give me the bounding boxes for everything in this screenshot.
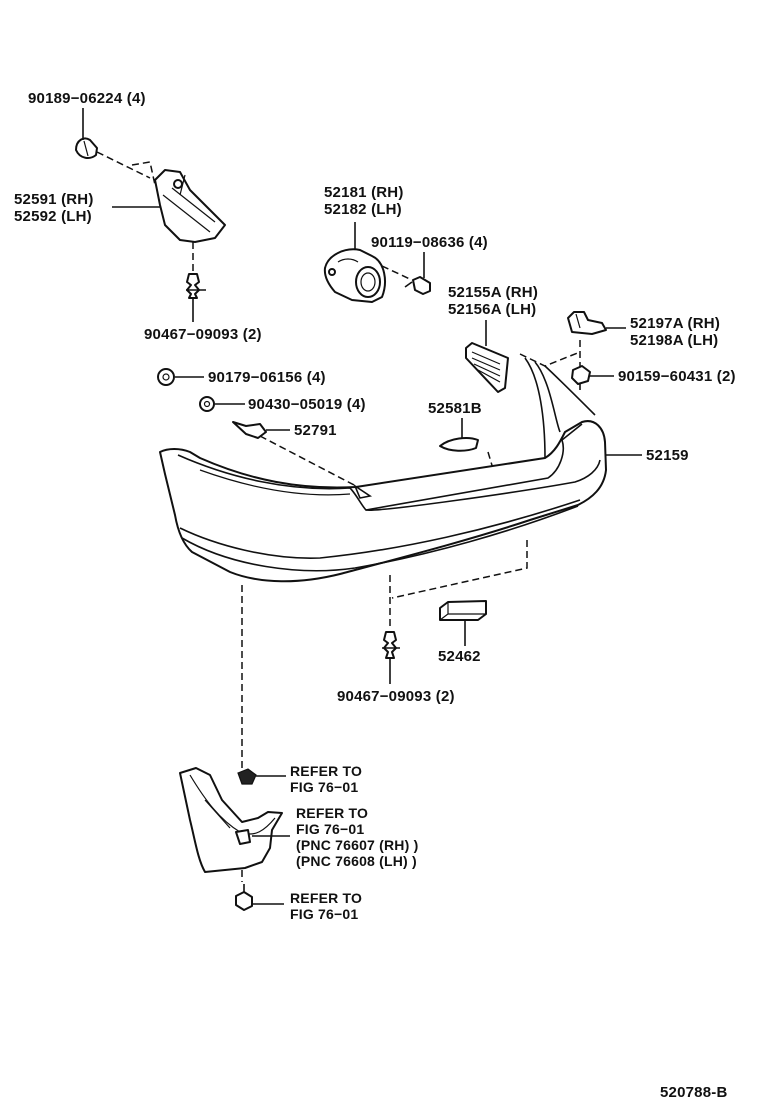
washer-90430-drawing <box>199 396 245 412</box>
mudguard-drawing <box>179 767 290 873</box>
refer-2-line3: (PNC 76607 (RH) ) <box>296 837 419 853</box>
label-52462: 52462 <box>438 648 481 665</box>
label-clip-90467-bottom: 90467−09093 (2) <box>337 688 455 705</box>
label-refer-to-fig-3: REFER TO FIG 76−01 <box>290 890 362 922</box>
refer-2-line1: REFER TO <box>296 805 369 821</box>
refer-1-line2: FIG 76−01 <box>290 779 359 795</box>
label-clip-90467-top: 90467−09093 (2) <box>144 326 262 343</box>
leader-cover-to-pad <box>391 540 528 599</box>
refer-2-line4: (PNC 76608 (LH) ) <box>296 853 417 869</box>
retainer-drawing <box>567 311 626 335</box>
leader-pin-to-cover <box>259 435 357 487</box>
pin-52791-drawing <box>232 421 290 439</box>
lamp-screw-drawing <box>404 252 431 295</box>
label-bracket-rh: 52591 (RH) <box>14 191 94 208</box>
pad-52462-drawing <box>439 600 487 646</box>
label-retainer-rh: 52197A (RH) <box>630 315 721 332</box>
leader-nut-to-bracket <box>96 151 151 179</box>
label-refer-to-fig-1: REFER TO FIG 76−01 <box>290 763 362 795</box>
label-lamp-rh: 52181 (RH) <box>324 184 404 201</box>
refer-3-line1: REFER TO <box>290 890 363 906</box>
leader-nut-to-bracket-2 <box>131 161 156 186</box>
label-screw-90119: 90119−08636 (4) <box>371 234 488 251</box>
label-bracket-lh: 52592 (LH) <box>14 208 92 225</box>
label-bracket-part-numbers: 52591 (RH) 52592 (LH) <box>14 191 94 225</box>
label-lamp-part-numbers: 52181 (RH) 52182 (LH) <box>324 184 404 218</box>
label-refer-to-fig-2: REFER TO FIG 76−01 (PNC 76607 (RH) ) (PN… <box>296 805 418 869</box>
bumper-cover-drawing <box>159 357 642 583</box>
refer-1-line1: REFER TO <box>290 763 363 779</box>
refer-3-line2: FIG 76−01 <box>290 906 359 922</box>
push-clip-bottom-drawing <box>382 631 400 684</box>
bolt-90159-drawing <box>571 340 614 390</box>
label-nut-90189: 90189−06224 (4) <box>28 90 146 107</box>
cap-nut-90189-drawing <box>75 108 98 159</box>
refer-2-line2: FIG 76−01 <box>296 821 365 837</box>
label-52159: 52159 <box>646 447 689 464</box>
label-reflector-part-numbers: 52155A (RH) 52156A (LH) <box>448 284 538 318</box>
leader-lamp-to-screw <box>381 265 413 281</box>
emblem-52581b-drawing <box>439 418 479 452</box>
label-retainer-lh: 52198A (LH) <box>630 332 719 349</box>
label-reflector-rh: 52155A (RH) <box>448 284 539 301</box>
bumper-bracket-drawing <box>112 169 226 243</box>
label-retainer-part-numbers: 52197A (RH) 52198A (LH) <box>630 315 720 349</box>
label-nut-90179: 90179−06156 (4) <box>208 369 326 386</box>
label-bolt-90159: 90159−60431 (2) <box>618 368 736 385</box>
label-52791: 52791 <box>294 422 337 439</box>
nut-90179-drawing <box>157 368 204 386</box>
rear-lamp-drawing <box>323 222 386 303</box>
label-reflector-lh: 52156A (LH) <box>448 301 537 318</box>
reflector-drawing <box>465 320 509 393</box>
mudguard-screw-drawing <box>235 884 284 911</box>
label-lamp-lh: 52182 (LH) <box>324 201 402 218</box>
label-washer-90430: 90430−05019 (4) <box>248 396 366 413</box>
figure-code: 520788-B <box>660 1084 728 1101</box>
label-52581b: 52581B <box>428 400 482 417</box>
push-clip-top-drawing <box>186 273 206 322</box>
